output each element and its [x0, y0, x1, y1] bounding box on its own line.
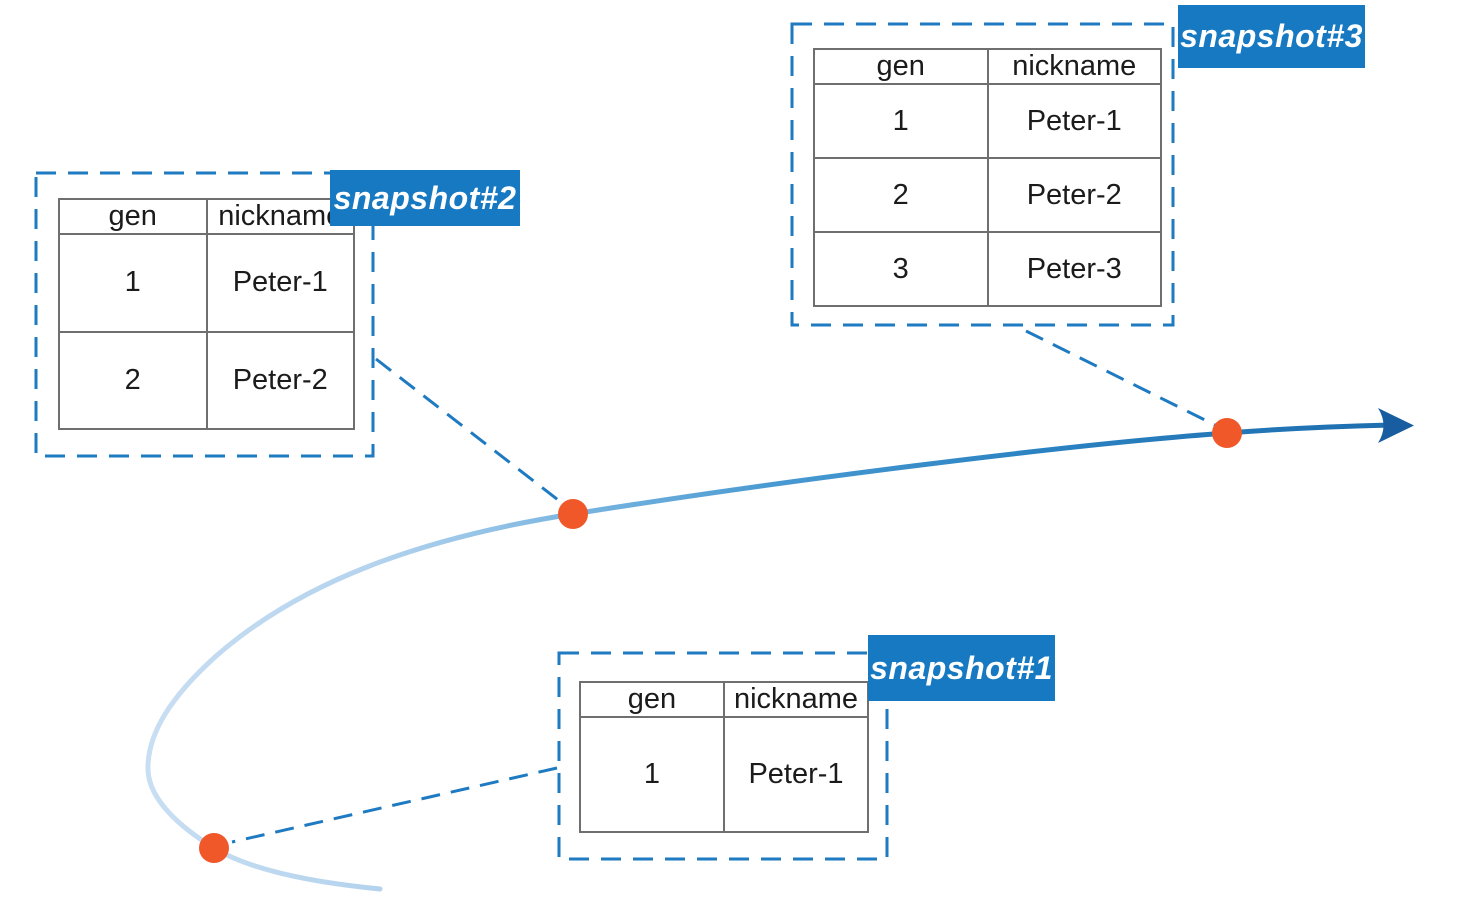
table-cell: Peter-1 — [205, 233, 355, 333]
snapshot-1-label-text: snapshot#1 — [870, 649, 1053, 686]
column-header: gen — [58, 198, 208, 235]
snapshot-3-connector — [1025, 329, 1220, 429]
column-header: nickname — [723, 681, 869, 718]
column-header: gen — [579, 681, 725, 718]
table-cell: Peter-2 — [986, 157, 1162, 233]
timeline-point-snapshot-2 — [558, 499, 588, 529]
snapshot-2-connector — [375, 357, 567, 508]
table-cell: Peter-1 — [986, 83, 1162, 159]
table-cell: Peter-3 — [986, 231, 1162, 307]
table-cell: Peter-1 — [723, 716, 869, 833]
snapshot-3-label: snapshot#3 — [1178, 5, 1365, 68]
snapshot-1-dashed-outline — [557, 651, 889, 861]
snapshot-3-label-text: snapshot#3 — [1180, 18, 1363, 54]
timeline-point-snapshot-3 — [1212, 418, 1242, 448]
table-cell: 2 — [813, 157, 989, 233]
snapshot-1-label: snapshot#1 — [868, 635, 1055, 701]
table-cell: 2 — [58, 330, 208, 430]
table-cell: Peter-2 — [205, 330, 355, 430]
table-cell: 1 — [579, 716, 725, 833]
table-cell: 1 — [813, 83, 989, 159]
snapshot-2-label: snapshot#2 — [330, 170, 520, 226]
table-cell: 3 — [813, 231, 989, 307]
snapshot-2-label-text: snapshot#2 — [333, 179, 517, 216]
snapshot-1-connector — [231, 766, 558, 844]
timeline-point-snapshot-1 — [199, 833, 229, 863]
table-cell: 1 — [58, 233, 208, 333]
column-header: gen — [813, 48, 989, 85]
column-header: nickname — [986, 48, 1162, 85]
snapshot-3-dashed-outline — [790, 22, 1175, 327]
snapshot-2-dashed-outline — [34, 171, 375, 458]
timeline-arrowhead — [1378, 408, 1414, 443]
